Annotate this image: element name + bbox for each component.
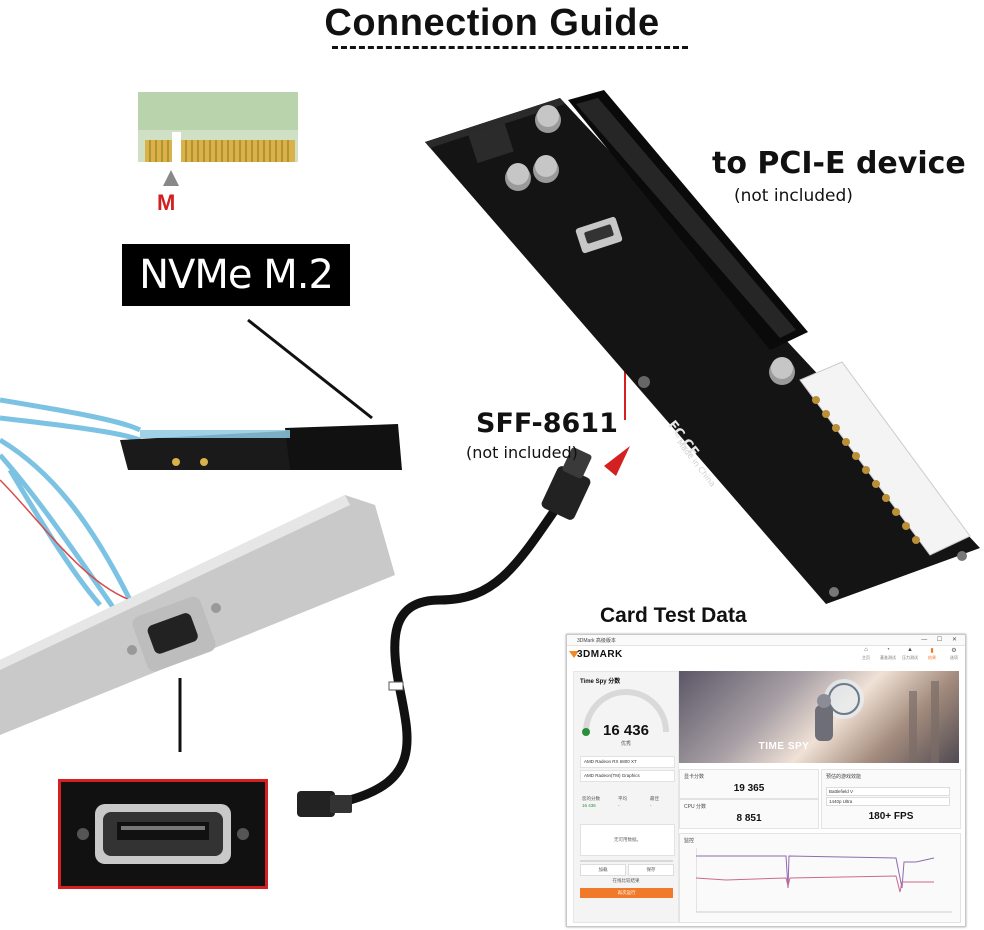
score-scale: [580, 860, 673, 862]
monitoring-graph: [696, 848, 952, 913]
settings-gear-icon[interactable]: ⚙: [951, 648, 957, 654]
banner-art: [815, 679, 939, 763]
sff-8611-cable: [345, 483, 575, 805]
window-titlebar: 3DMark 高级版本 — ☐ ✕: [567, 635, 965, 646]
graphics-score-value: 19 365: [733, 783, 765, 794]
average-value: -: [618, 803, 620, 808]
brand-logo-icon: [569, 651, 579, 658]
your-score-value: 16 436: [582, 803, 596, 808]
save-button[interactable]: 保存: [628, 864, 674, 876]
window-controls[interactable]: — ☐ ✕: [921, 637, 961, 643]
estimate-label: 预估的游戏效能: [826, 774, 862, 780]
pcie-riser-board: [425, 90, 980, 604]
best-label: 最佳: [650, 796, 659, 801]
compare-online-link[interactable]: 在线比较结果: [612, 878, 640, 883]
benchmark-icon[interactable]: ◔: [886, 647, 890, 653]
home-icon[interactable]: ⌂: [864, 647, 868, 653]
score-rating: 优秀: [620, 741, 631, 747]
m2-edge-connector: [138, 92, 298, 164]
average-label: 平均: [618, 796, 627, 801]
comparison-text: 无可用数据。: [614, 837, 641, 842]
results-icon[interactable]: ▮: [930, 648, 934, 654]
m2-adapter-card: [120, 424, 402, 470]
sff-cable-bundle: [0, 397, 142, 612]
nvme-label: NVMe M.2: [122, 244, 350, 306]
pci-bracket: [0, 495, 395, 735]
overall-score: 16 436: [603, 722, 649, 739]
pcie-device-note: (not included): [734, 186, 853, 206]
nav-home-label[interactable]: 主页: [862, 655, 870, 660]
card-test-title: Card Test Data: [600, 604, 747, 627]
nav-options-label[interactable]: 选项: [950, 655, 958, 660]
stress-test-icon[interactable]: ▲: [907, 647, 913, 653]
fps-estimate: 180+ FPS: [868, 811, 914, 822]
igpu-name: AMD Radeon(TM) Graphics: [580, 770, 675, 782]
brand-name: 3DMARK: [577, 649, 623, 660]
score-panel: Time Spy 分数 16 436 优秀 AMD Radeon RX 6800…: [573, 671, 679, 923]
monitoring-label: 监控: [684, 838, 695, 844]
benchmark-window: 3DMark 高级版本 — ☐ ✕ 3DMARK ⌂ 主页 ◔ 基准测试 ▲ 压…: [566, 634, 966, 927]
your-score-label: 您的分数: [582, 796, 600, 801]
sff-port-icon: [77, 804, 249, 864]
resolution-select[interactable]: 1440p Ultra: [826, 797, 950, 806]
pcie-device-label: to PCI-E device: [712, 146, 966, 181]
game-estimate-card: 预估的游戏效能 Battlefield V 1440p Ultra 180+ F…: [821, 769, 961, 829]
page-title: Connection Guide: [324, 2, 660, 44]
port-closeup: [58, 779, 268, 889]
test-name: Time Spy 分数: [580, 679, 621, 685]
nav-results-label[interactable]: 结果: [928, 655, 936, 660]
cpu-score-card: CPU 分数 8 851: [679, 799, 819, 829]
time-spy-banner: TIME SPY: [679, 671, 959, 763]
comparison-box: 无可用数据。: [580, 824, 675, 856]
time-spy-title: TIME SPY: [758, 741, 810, 752]
title-underline: [332, 46, 688, 49]
score-gauge: [582, 689, 669, 736]
graphics-score-label: 显卡分数: [684, 774, 705, 780]
cpu-score-value: 8 851: [736, 813, 762, 824]
nav-benchmarks-label[interactable]: 基准测试: [880, 655, 896, 660]
sff-8611-note: (not included): [466, 443, 578, 462]
window-title: 3DMark 高级版本: [577, 638, 616, 644]
gpu-name: AMD Radeon RX 6800 XT: [580, 756, 675, 768]
m-key-label: M: [157, 190, 176, 215]
monitoring-panel: 监控: [679, 833, 961, 923]
run-again-button[interactable]: 再次运行: [580, 888, 673, 898]
nav-stress-label[interactable]: 压力测试: [902, 655, 918, 660]
graphics-score-card: 显卡分数 19 365: [679, 769, 819, 799]
cpu-score-label: CPU 分数: [684, 804, 706, 810]
best-value: -: [650, 803, 652, 808]
load-button[interactable]: 加载: [580, 864, 626, 876]
game-select[interactable]: Battlefield V: [826, 787, 950, 796]
sff-8611-label: SFF-8611: [476, 408, 618, 439]
red-arrow-icon: [604, 446, 630, 476]
key-arrow-icon: [163, 170, 179, 186]
